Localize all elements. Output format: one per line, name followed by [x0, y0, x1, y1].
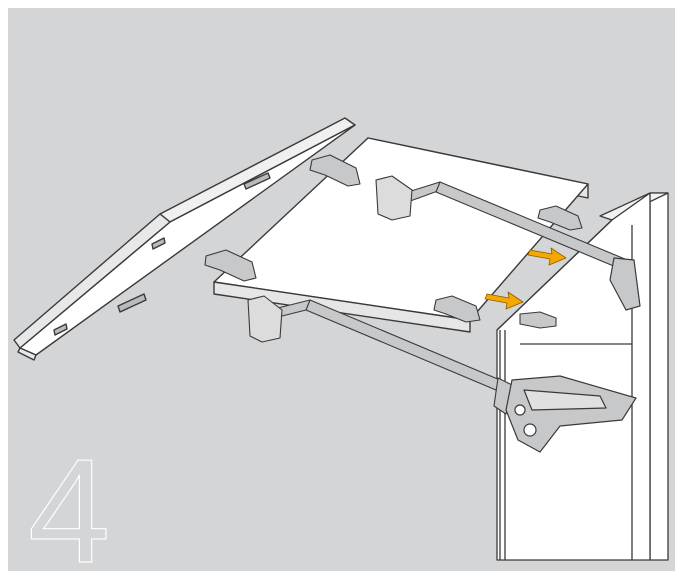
top-panel [213, 137, 589, 333]
step-number: 4 [27, 429, 111, 571]
lift-mechanism [505, 257, 641, 453]
cabinet-side [496, 192, 669, 561]
hinge [204, 154, 583, 329]
lid-panel [13, 117, 356, 361]
hinge [247, 175, 413, 343]
assembly-diagram [13, 117, 669, 561]
illustration-panel: 4 [8, 8, 675, 571]
direction-arrow [484, 247, 567, 310]
